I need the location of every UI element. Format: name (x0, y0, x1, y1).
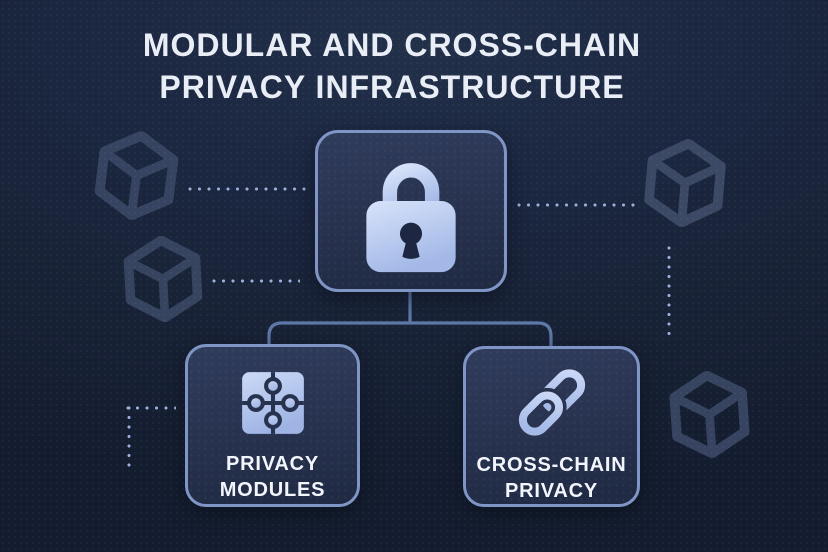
node-label-privacy-modules: PRIVACY MODULES (219, 453, 326, 501)
node-privacy-modules: PRIVACY MODULES (185, 344, 360, 507)
dotted-connector (126, 406, 176, 410)
cube-icon (87, 126, 186, 225)
dotted-connector (517, 203, 640, 207)
dotted-connector (667, 246, 671, 338)
page-title: MODULAR AND CROSS-CHAIN PRIVACY INFRASTR… (0, 24, 784, 108)
cube-icon (663, 368, 756, 461)
dotted-connector (212, 279, 300, 283)
dotted-connector (188, 187, 311, 191)
lock-icon (366, 163, 456, 273)
page-title-line2: PRIVACY INFRASTRUCTURE (159, 69, 625, 105)
node-privacy-core (315, 130, 507, 292)
node-cross-chain-privacy: CROSS-CHAIN PRIVACY (463, 346, 640, 507)
dotted-connector (127, 406, 131, 470)
cube-icon (637, 135, 732, 230)
node-label-cross-chain-privacy: CROSS-CHAIN PRIVACY (476, 454, 627, 502)
chain-link-icon (514, 369, 585, 440)
cube-icon (118, 234, 208, 324)
puzzle-icon (241, 372, 304, 434)
page-title-line1: MODULAR AND CROSS-CHAIN (142, 27, 642, 63)
